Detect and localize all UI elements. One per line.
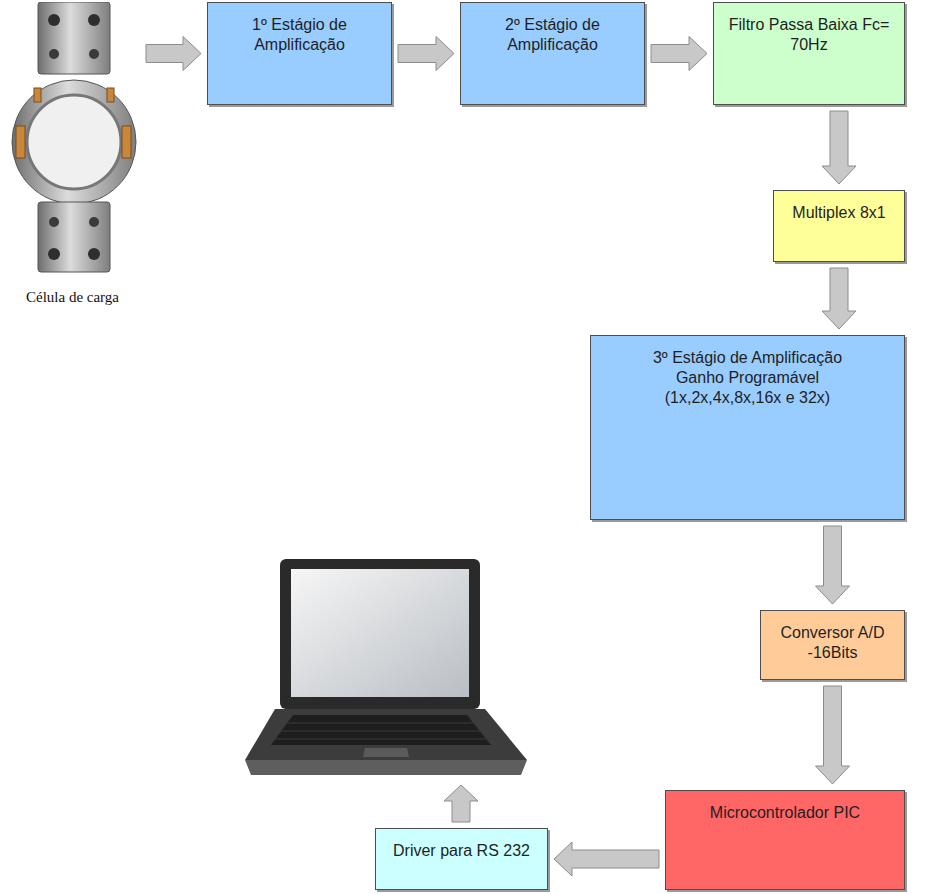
key-row: [275, 739, 486, 740]
key-row: [287, 723, 474, 724]
block-arrow: [816, 526, 850, 604]
laptop-illustration: [245, 555, 535, 780]
block-arrow: [816, 686, 850, 784]
process-box: Conversor A/D -16Bits: [760, 610, 905, 680]
process-box: 2º Estágio de Amplificação: [460, 2, 645, 105]
laptop-touchpad: [363, 748, 409, 757]
block-arrow: [398, 37, 454, 71]
load-cell-hole: [27, 95, 121, 189]
box-label: 3º Estágio de Amplificação Ganho Program…: [648, 348, 848, 408]
load-cell-bottom-block: [38, 202, 110, 272]
load-cell-top-block: [38, 2, 110, 74]
process-box: Driver para RS 232: [375, 828, 548, 890]
bolt: [88, 248, 100, 260]
block-arrow: [651, 37, 707, 71]
laptop-front-edge: [245, 760, 527, 775]
box-label: 2º Estágio de Amplificação: [469, 15, 636, 55]
process-box: 3º Estágio de Amplificação Ganho Program…: [590, 335, 905, 520]
block-arrow: [822, 268, 856, 329]
box-label: Filtro Passa Baixa Fc= 70Hz: [722, 15, 896, 55]
laptop-base: [245, 709, 527, 760]
bolt: [89, 49, 99, 59]
strain-gauge: [16, 126, 25, 158]
box-label: 1º Estágio de Amplificação: [216, 15, 383, 55]
load-cell-illustration: [8, 2, 138, 274]
block-arrow: [444, 785, 478, 822]
strain-gauge: [107, 88, 114, 102]
load-cell-ring: [12, 80, 136, 204]
load-cell-body: [12, 2, 136, 272]
bolt: [49, 49, 59, 59]
box-label: Driver para RS 232: [384, 841, 539, 861]
block-arrow: [146, 37, 201, 71]
process-box: 1º Estágio de Amplificação: [207, 2, 392, 105]
laptop-screen: [291, 569, 469, 697]
box-label: Multiplex 8x1: [782, 203, 896, 223]
process-box: Filtro Passa Baixa Fc= 70Hz: [713, 2, 905, 105]
bolt: [49, 217, 59, 227]
image-caption: Célula de carga: [26, 288, 119, 307]
laptop-lid: [280, 559, 480, 709]
bolt: [48, 14, 60, 26]
laptop-keyboard: [271, 715, 491, 745]
bolt: [48, 248, 60, 260]
load-cell: Célula de carga: [5, 2, 140, 307]
process-box: Microcontrolador PIC: [665, 790, 905, 890]
process-box: Multiplex 8x1: [773, 190, 905, 262]
box-label: Microcontrolador PIC: [674, 803, 896, 823]
key-row: [281, 731, 480, 732]
block-arrow: [822, 111, 856, 184]
strain-gauge: [34, 88, 41, 102]
block-arrow: [554, 842, 659, 876]
box-label: Conversor A/D -16Bits: [769, 623, 896, 663]
bolt: [89, 217, 99, 227]
strain-gauge: [122, 126, 131, 158]
bolt: [88, 14, 100, 26]
